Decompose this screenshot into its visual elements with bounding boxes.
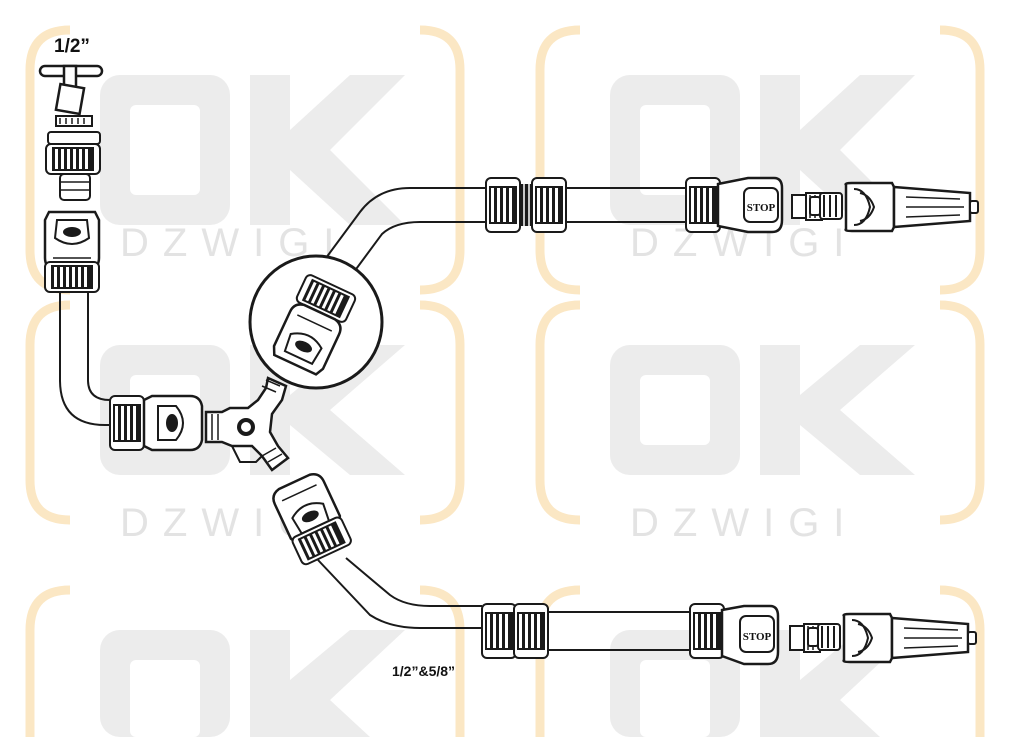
tap-icon [38,64,104,127]
hose-repair-coupling-icon [485,177,567,233]
hose-tap-segment [59,292,120,426]
stop-label: STOP [743,631,772,643]
hose-upper-segment [322,187,486,263]
hose-lower-segment [345,557,482,607]
hose-connector-icon [268,469,354,567]
hose-lower-segment [317,559,482,629]
magnifier-circle-icon [248,254,384,390]
hose-repair-coupling-icon [481,603,549,659]
hose-connector-icon [109,394,204,452]
tap-adapter-icon [45,131,101,201]
y-splitter-icon [204,376,290,472]
watermark-frame-orange [25,25,985,737]
tap-size-label: 1/2” [54,36,90,57]
hose-size-label: 1/2”&5/8” [392,663,455,679]
hose-upper-segment [347,221,486,281]
aquastop-connector-icon: STOP [689,603,780,666]
hose-lines [59,187,690,651]
stop-label: STOP [747,202,776,214]
hose-connector-icon [43,210,101,293]
aquastop-connector-icon: STOP [685,176,784,234]
watermark-text-group: DZWIGI DZWIGI DZWIGI DZWIGI [120,221,858,545]
watermark-text: DZWIGI [630,501,858,545]
